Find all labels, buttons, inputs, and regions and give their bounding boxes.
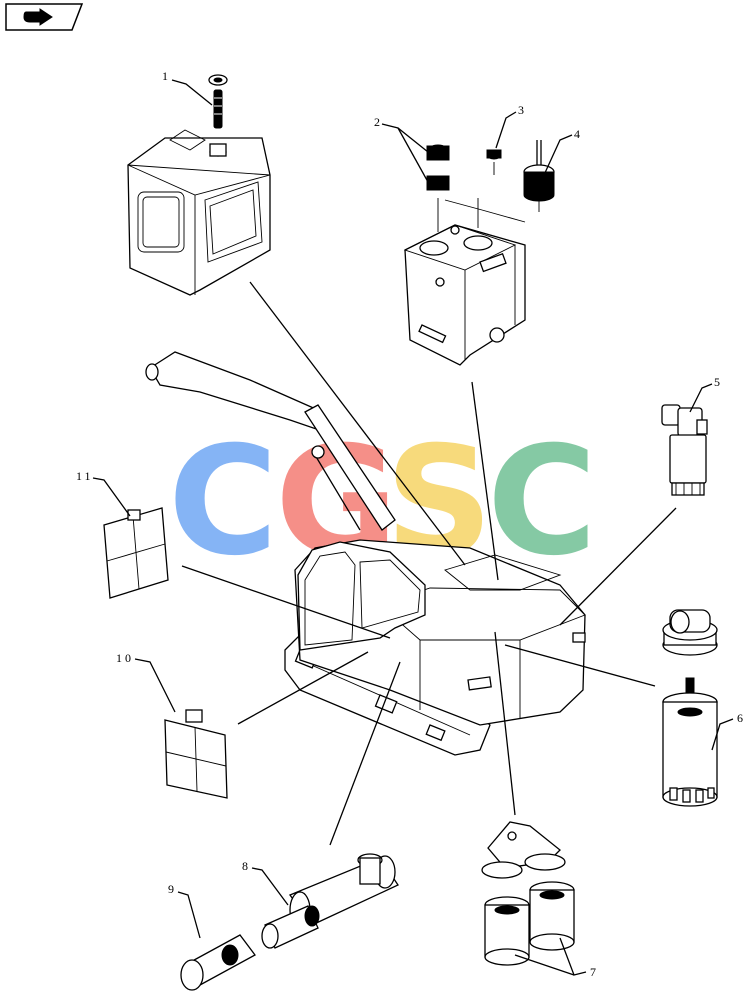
callout-10: 10 bbox=[116, 651, 134, 665]
cab-filter-small bbox=[164, 709, 228, 799]
strainer-pair bbox=[426, 144, 450, 191]
callout-6: 6 bbox=[737, 711, 743, 725]
callout-4: 4 bbox=[574, 127, 580, 141]
watermark-letter-1: C bbox=[168, 415, 278, 589]
callout-8: 8 bbox=[242, 859, 248, 873]
fuel-filter-left bbox=[484, 896, 530, 966]
callout-2: 2 bbox=[374, 115, 380, 129]
air-cleaner-inner-element bbox=[261, 905, 320, 949]
oil-filter-head bbox=[662, 609, 718, 656]
callout-5: 5 bbox=[714, 375, 720, 389]
valve-block bbox=[403, 198, 526, 366]
leader-lines bbox=[181, 281, 677, 846]
check-valve bbox=[486, 149, 502, 175]
fuel-prefilter bbox=[661, 404, 708, 496]
fuel-filter-head bbox=[481, 821, 566, 879]
hand-pointing-arrow-icon bbox=[23, 8, 53, 26]
pilot-filter bbox=[523, 140, 555, 212]
callout-11: 11 bbox=[76, 469, 94, 483]
hydraulic-tank bbox=[127, 129, 271, 296]
callout-3: 3 bbox=[518, 103, 524, 117]
callout-leaders bbox=[92, 79, 734, 976]
oil-filter bbox=[662, 677, 718, 807]
cab-filter-large bbox=[103, 507, 169, 599]
callout-7: 7 bbox=[590, 965, 596, 979]
fuel-filter-right bbox=[529, 881, 575, 951]
callout-9: 9 bbox=[168, 882, 174, 896]
callout-numbers: 1 2 3 4 5 6 7 8 9 10 11 bbox=[76, 69, 743, 979]
watermark-letter-4: C bbox=[487, 415, 597, 589]
nav-badge[interactable] bbox=[5, 3, 84, 31]
air-cleaner-outer-element bbox=[180, 934, 256, 991]
callout-1: 1 bbox=[162, 69, 168, 83]
breather-filter bbox=[208, 74, 228, 129]
excavator bbox=[145, 351, 586, 756]
